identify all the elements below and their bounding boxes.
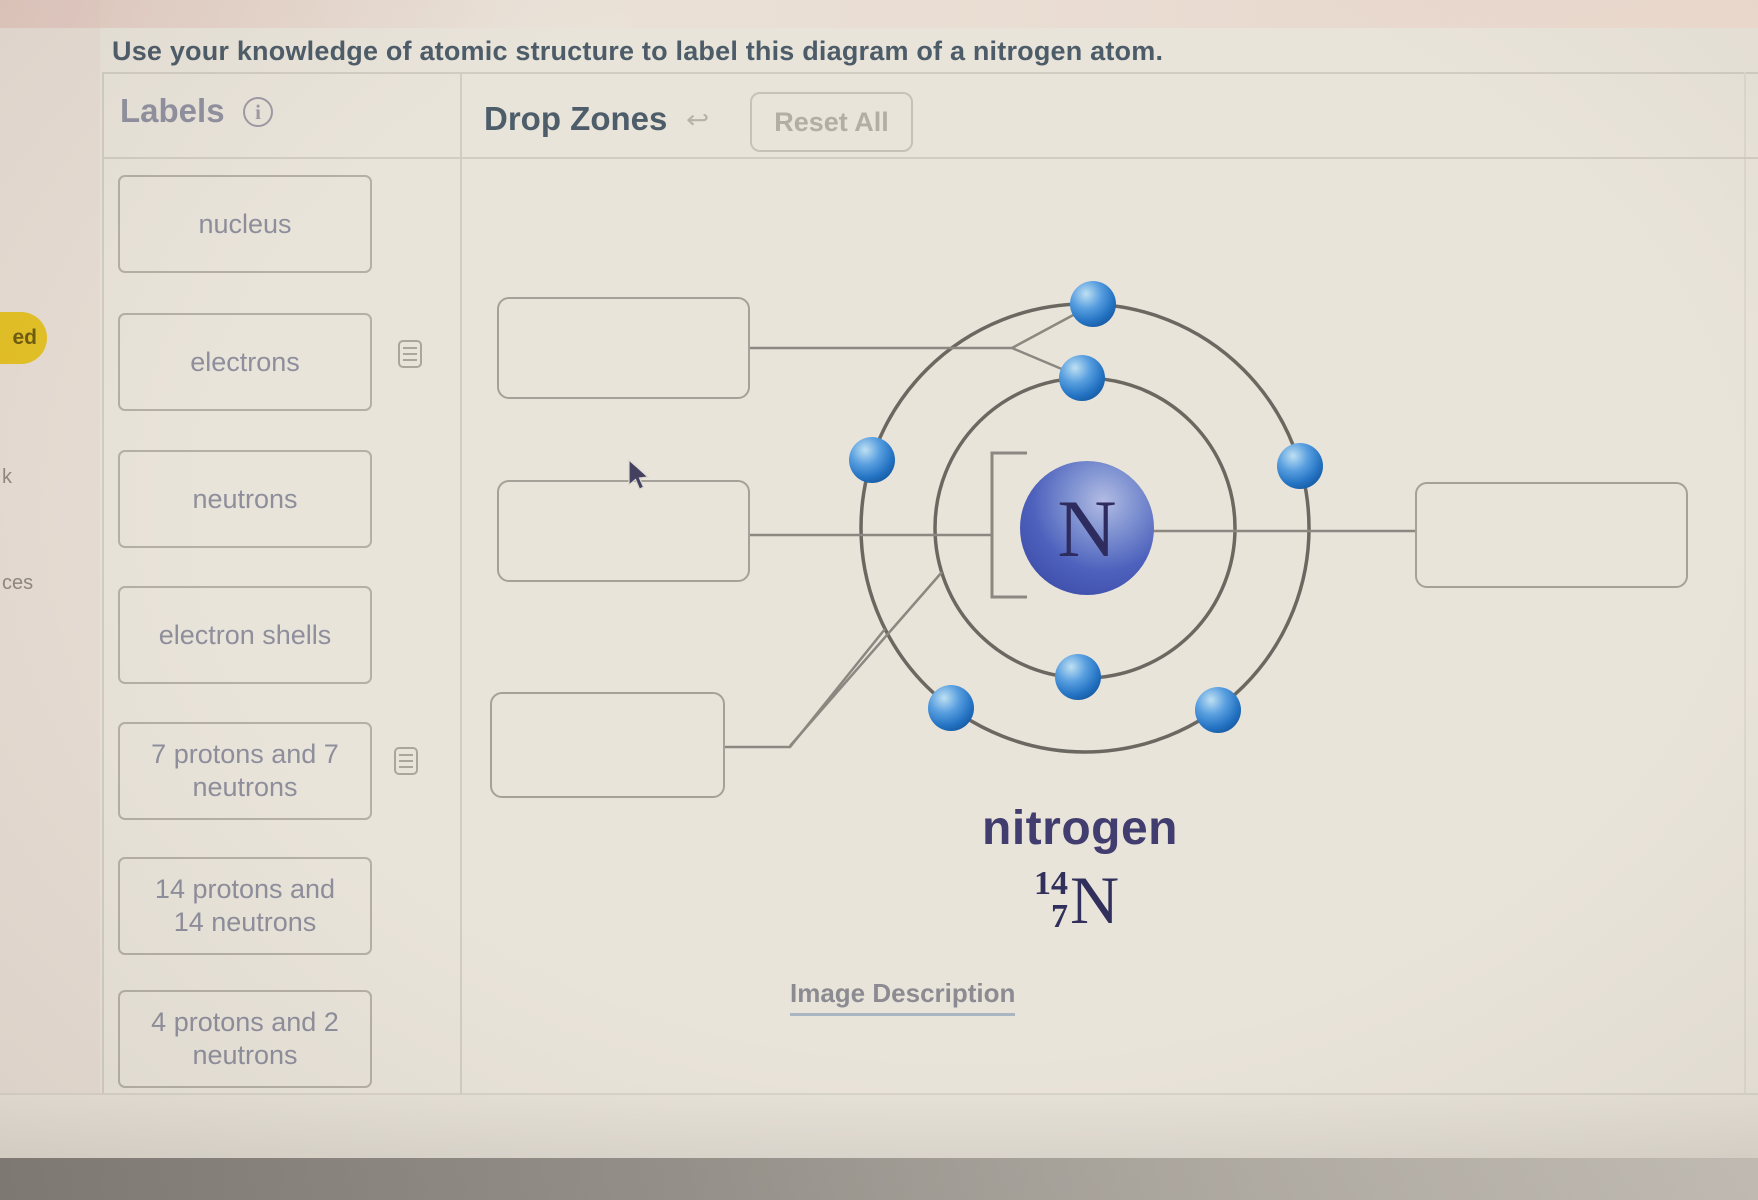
screen-bottom-bezel xyxy=(0,1158,1758,1200)
panel-right-border xyxy=(1744,72,1746,1094)
isotope-atomic-number: 7 xyxy=(1051,898,1068,935)
reset-all-button[interactable]: Reset All xyxy=(750,92,913,152)
labels-panel-title: Labels xyxy=(120,92,225,129)
instruction-text: Use your knowledge of atomic structure t… xyxy=(112,36,1164,66)
leader-line-shell-outer xyxy=(725,628,886,749)
leader-line-shell-inner xyxy=(789,571,943,747)
panel-top-border xyxy=(102,72,1758,74)
leader-line-electron-inner xyxy=(1011,346,1084,380)
note-icon[interactable] xyxy=(394,747,418,775)
label-chip-7-protons-7-neutrons[interactable]: 7 protons and 7 neutrons xyxy=(118,722,372,820)
leader-lines xyxy=(725,304,1415,749)
undo-icon[interactable]: ↩ xyxy=(686,105,710,134)
nucleus-symbol: N xyxy=(1057,483,1116,574)
panel-column-divider xyxy=(460,72,462,1094)
electron-icon xyxy=(1277,443,1323,489)
page-area-below-panel xyxy=(0,1094,1758,1158)
isotope-mass-number: 14 xyxy=(1034,864,1068,902)
screen-glare-top xyxy=(0,0,1758,28)
panel-bottom-border xyxy=(0,1093,1758,1095)
isotope-symbol: N xyxy=(1070,862,1120,938)
label-chip-electron-shells[interactable]: electron shells xyxy=(118,586,372,684)
nucleus xyxy=(1020,461,1154,595)
electron-shell-inner xyxy=(933,376,1237,680)
note-icon[interactable] xyxy=(398,340,422,368)
edge-text-fragment: k xyxy=(2,466,12,488)
electron-shell-outer xyxy=(859,302,1311,754)
electron-icon xyxy=(928,685,974,731)
header-divider xyxy=(102,157,1758,159)
edge-text-fragment: ces xyxy=(2,572,34,594)
leader-line-electron-top xyxy=(1011,304,1091,350)
label-chip-14-protons-14-neutrons[interactable]: 14 protons and 14 neutrons xyxy=(118,857,372,955)
image-description-link[interactable]: Image Description xyxy=(790,978,1016,1016)
electron-icon xyxy=(1055,654,1101,700)
info-icon[interactable]: i xyxy=(243,97,273,127)
electron-icon xyxy=(849,437,895,483)
electron-icon xyxy=(1070,281,1116,327)
electron-icon xyxy=(1059,355,1105,401)
drop-zones-panel-title: Drop Zones xyxy=(484,100,668,137)
panel-left-border xyxy=(102,72,104,1094)
screen-glare-left xyxy=(0,0,100,1200)
nucleus-bracket xyxy=(990,451,1027,599)
electron-icon xyxy=(1195,687,1241,733)
drop-zone-nucleus[interactable] xyxy=(497,480,750,582)
isotope-notation: 14 7 N xyxy=(1034,866,1119,934)
label-chip-electrons[interactable]: electrons xyxy=(118,313,372,411)
label-chip-neutrons[interactable]: neutrons xyxy=(118,450,372,548)
element-name-title: nitrogen xyxy=(982,802,1178,855)
yellow-edge-tab[interactable]: ed xyxy=(0,312,47,364)
drop-zone-electrons[interactable] xyxy=(497,297,750,399)
mouse-cursor xyxy=(628,459,650,490)
label-chip-4-protons-2-neutrons[interactable]: 4 protons and 2 neutrons xyxy=(118,990,372,1088)
drop-zone-electron-shells[interactable] xyxy=(490,692,725,798)
drop-zone-nucleus-contents[interactable] xyxy=(1415,482,1688,588)
label-chip-nucleus[interactable]: nucleus xyxy=(118,175,372,273)
